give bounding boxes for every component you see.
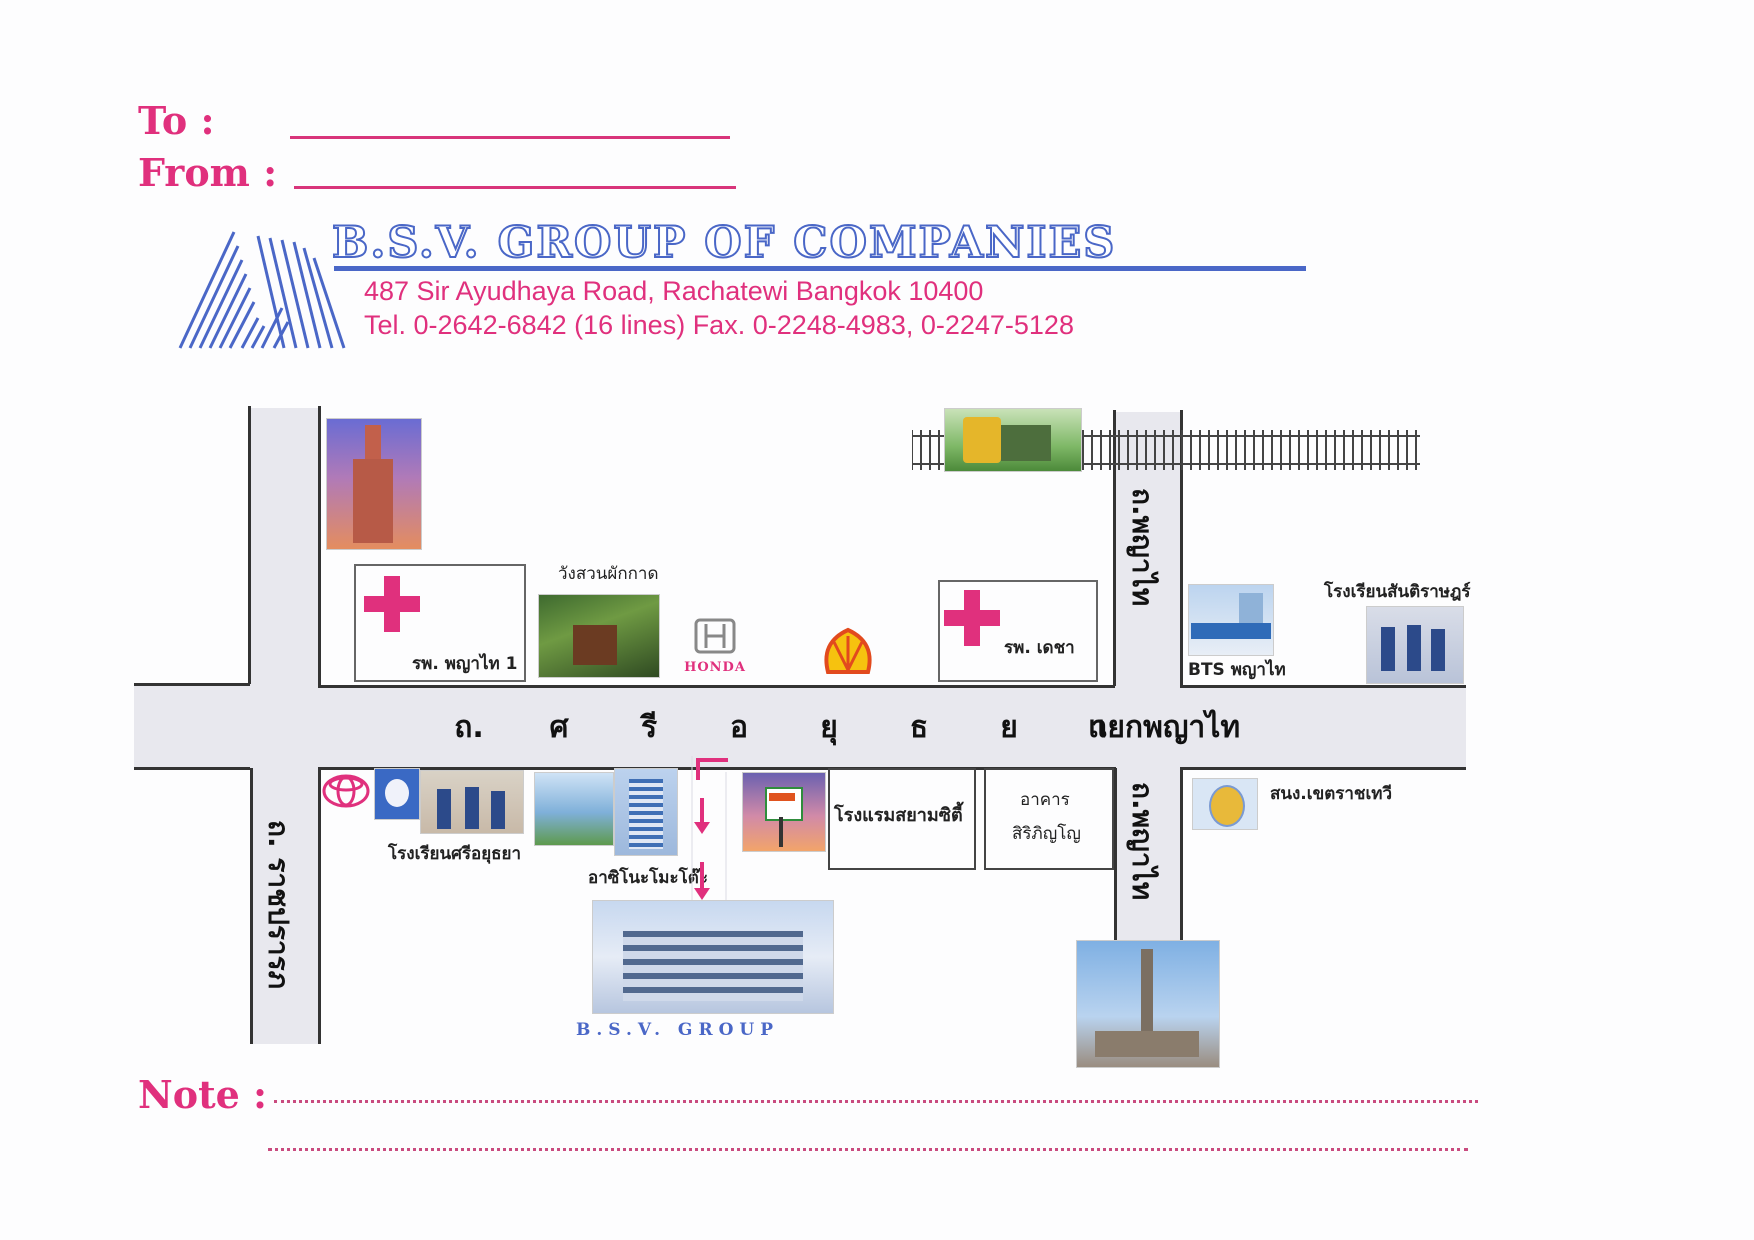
road-letter: ธ bbox=[909, 710, 929, 745]
access-route-arrows-icon bbox=[691, 756, 728, 908]
note-label: Note : bbox=[138, 1072, 268, 1117]
company-logo-icon bbox=[178, 231, 346, 349]
sirinyan-building: อาคาร สิริภิญโญ bbox=[984, 768, 1114, 870]
hospital-cross-icon bbox=[364, 576, 420, 632]
road-sri-ayudhaya-label: ถ. ศ รี อ ยุ ธ ย า bbox=[424, 704, 1144, 751]
road-letter: รี bbox=[640, 710, 658, 745]
road-edge bbox=[1180, 685, 1466, 688]
road-edge bbox=[250, 768, 253, 1044]
wang-suan-pakkad-photo bbox=[538, 594, 660, 678]
from-label: From : bbox=[138, 150, 278, 195]
road-edge bbox=[248, 406, 251, 684]
from-field-line[interactable] bbox=[294, 186, 736, 189]
road-phayathai-top-label: ถ.พญาไท bbox=[1126, 488, 1159, 607]
note-line-2[interactable] bbox=[268, 1148, 1468, 1151]
road-edge bbox=[1114, 768, 1117, 940]
road-ratchaprarop bbox=[250, 408, 318, 1044]
phayathai1-hospital-label: รพ. พญาไท 1 bbox=[412, 654, 518, 674]
district-office-logo-icon bbox=[1192, 778, 1258, 830]
phayathai1-hospital: รพ. พญาไท 1 bbox=[354, 564, 526, 682]
road-letter: ศ bbox=[549, 710, 569, 745]
company-address: 487 Sir Ayudhaya Road, Rachatewi Bangkok… bbox=[364, 276, 984, 306]
toyota-logo-icon bbox=[322, 774, 370, 808]
company-name-underline bbox=[334, 266, 1306, 271]
road-phayathai-bottom-label: ถ.พญาไท bbox=[1126, 782, 1159, 901]
bts-station-label: BTS พญาไท bbox=[1188, 660, 1286, 680]
monument-photo bbox=[326, 418, 422, 550]
road-sri-ayudhaya bbox=[134, 686, 1466, 768]
road-edge bbox=[318, 685, 1115, 688]
sriayudhaya-school-label: โรงเรียนศรีอยุธยา bbox=[388, 844, 522, 864]
sirinyan-building-label-line1: อาคาร bbox=[1020, 790, 1070, 810]
to-label: To : bbox=[138, 98, 215, 143]
bsv-building-photo bbox=[592, 900, 834, 1014]
to-field-line[interactable] bbox=[290, 136, 730, 139]
bsv-building-label: B.S.V. GROUP bbox=[576, 1020, 779, 1040]
road-edge bbox=[318, 768, 321, 1044]
note-line-1[interactable] bbox=[274, 1100, 1478, 1103]
road-letter: ยุ bbox=[820, 710, 838, 745]
dechar-hospital: รพ. เดชา bbox=[938, 580, 1098, 682]
dechar-hospital-label: รพ. เดชา bbox=[1004, 638, 1075, 658]
train-photo bbox=[944, 408, 1082, 472]
road-edge bbox=[134, 683, 250, 686]
road-letter: า bbox=[1090, 710, 1108, 745]
company-phone: Tel. 0-2642-6842 (16 lines) Fax. 0-2248-… bbox=[364, 310, 1074, 340]
road-edge bbox=[318, 767, 1116, 770]
road-letter: ถ. bbox=[454, 710, 484, 745]
sriayudhaya-school-photo bbox=[420, 770, 524, 834]
sirinyan-building-label-line2: สิริภิญโญ bbox=[1012, 824, 1081, 844]
arinomoto-building-label: อาซิโนะโมะโต๊ะ bbox=[588, 868, 708, 888]
road-letter: ย bbox=[1000, 710, 1018, 745]
road-edge bbox=[1180, 410, 1183, 686]
road-ratchaprarop-label: ถ. ราชปรารภ bbox=[262, 820, 295, 990]
khet-ratchathewi-label: สนง.เขตราชเทวี bbox=[1270, 784, 1393, 804]
victory-monument-photo bbox=[1076, 940, 1220, 1068]
shell-logo-icon bbox=[824, 627, 872, 674]
siam-city-hotel: โรงแรมสยามซิตี้ bbox=[828, 768, 976, 870]
road-edge bbox=[318, 406, 321, 686]
hospital-cross-icon bbox=[944, 590, 1000, 646]
road-letter: อ bbox=[729, 710, 749, 745]
krungthai-bank-logo-icon bbox=[374, 768, 420, 820]
road-edge bbox=[1113, 410, 1116, 686]
condo-ad-photo bbox=[534, 772, 614, 846]
bts-photo bbox=[1188, 584, 1274, 656]
santiraj-school-photo bbox=[1366, 606, 1464, 684]
seven-eleven-photo bbox=[742, 772, 826, 852]
road-phayathai bbox=[1116, 412, 1182, 942]
honda-logo: HONDA bbox=[672, 616, 758, 675]
road-edge bbox=[1180, 768, 1183, 940]
honda-wing-icon bbox=[694, 618, 736, 654]
road-edge bbox=[1180, 767, 1466, 770]
honda-brand-label: HONDA bbox=[684, 660, 746, 675]
company-name: B.S.V. GROUP OF COMPANIES bbox=[331, 217, 1117, 269]
arinomoto-building-photo bbox=[614, 768, 678, 856]
santiraj-school-label: โรงเรียนสันติราษฎร์ bbox=[1324, 582, 1471, 602]
wang-suan-pakkad-label: วังสวนผักกาด bbox=[558, 564, 659, 584]
intersection-label: แยกพญาไท bbox=[1088, 710, 1241, 745]
siam-city-hotel-label: โรงแรมสยามซิตี้ bbox=[834, 805, 963, 826]
road-edge bbox=[134, 767, 250, 770]
